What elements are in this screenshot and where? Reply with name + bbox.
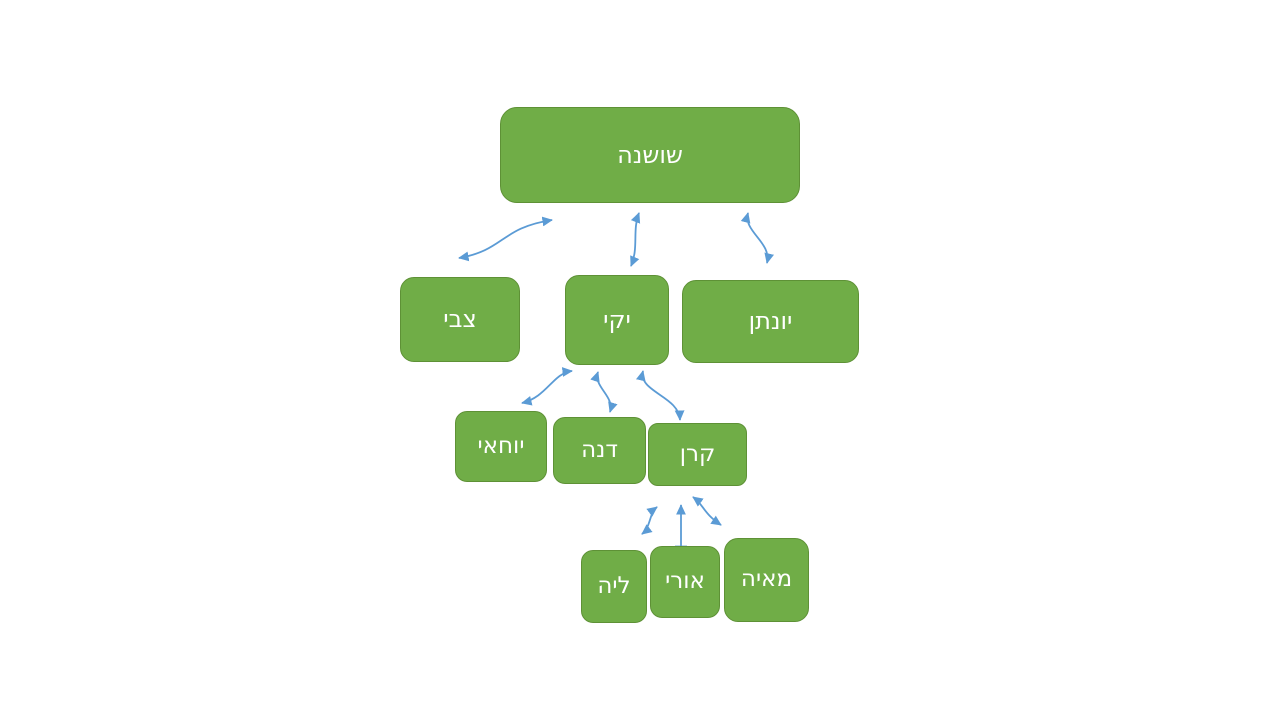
node-yochai-label: יוחאי xyxy=(477,432,525,459)
node-uri-label: אורי xyxy=(665,568,705,595)
node-lia[interactable]: ליה xyxy=(581,550,647,623)
node-yonatan[interactable]: יונתן xyxy=(682,280,859,363)
connector-yaki-keren xyxy=(636,370,685,421)
node-dana-label: דנה xyxy=(581,436,618,463)
node-tzvi[interactable]: צבי xyxy=(400,277,520,362)
connector-shoshana-yonatan xyxy=(740,212,774,264)
node-uri[interactable]: אורי xyxy=(650,546,720,618)
connector-shoshana-yaki xyxy=(630,212,641,267)
node-keren-label: קרן xyxy=(679,440,716,467)
connector-shoshana-tzvi xyxy=(458,216,553,262)
node-tzvi-label: צבי xyxy=(443,305,477,334)
connector-yaki-yochai xyxy=(521,367,573,406)
node-dana[interactable]: דנה xyxy=(553,417,646,484)
connector-keren-lia xyxy=(641,506,658,535)
node-keren[interactable]: קרן xyxy=(648,423,747,486)
node-yochai[interactable]: יוחאי xyxy=(455,411,547,482)
connector-keren-maya xyxy=(692,496,722,526)
node-maya-label: מאיה xyxy=(740,566,793,593)
node-shoshana-label: שושנה xyxy=(617,140,683,169)
node-lia-label: ליה xyxy=(597,572,631,599)
connector-yaki-dana xyxy=(590,371,618,413)
node-yonatan-label: יונתן xyxy=(748,307,793,336)
node-maya[interactable]: מאיה xyxy=(724,538,809,622)
node-yaki-label: יקי xyxy=(603,305,631,334)
node-shoshana[interactable]: שושנה xyxy=(500,107,800,203)
node-yaki[interactable]: יקי xyxy=(565,275,669,365)
